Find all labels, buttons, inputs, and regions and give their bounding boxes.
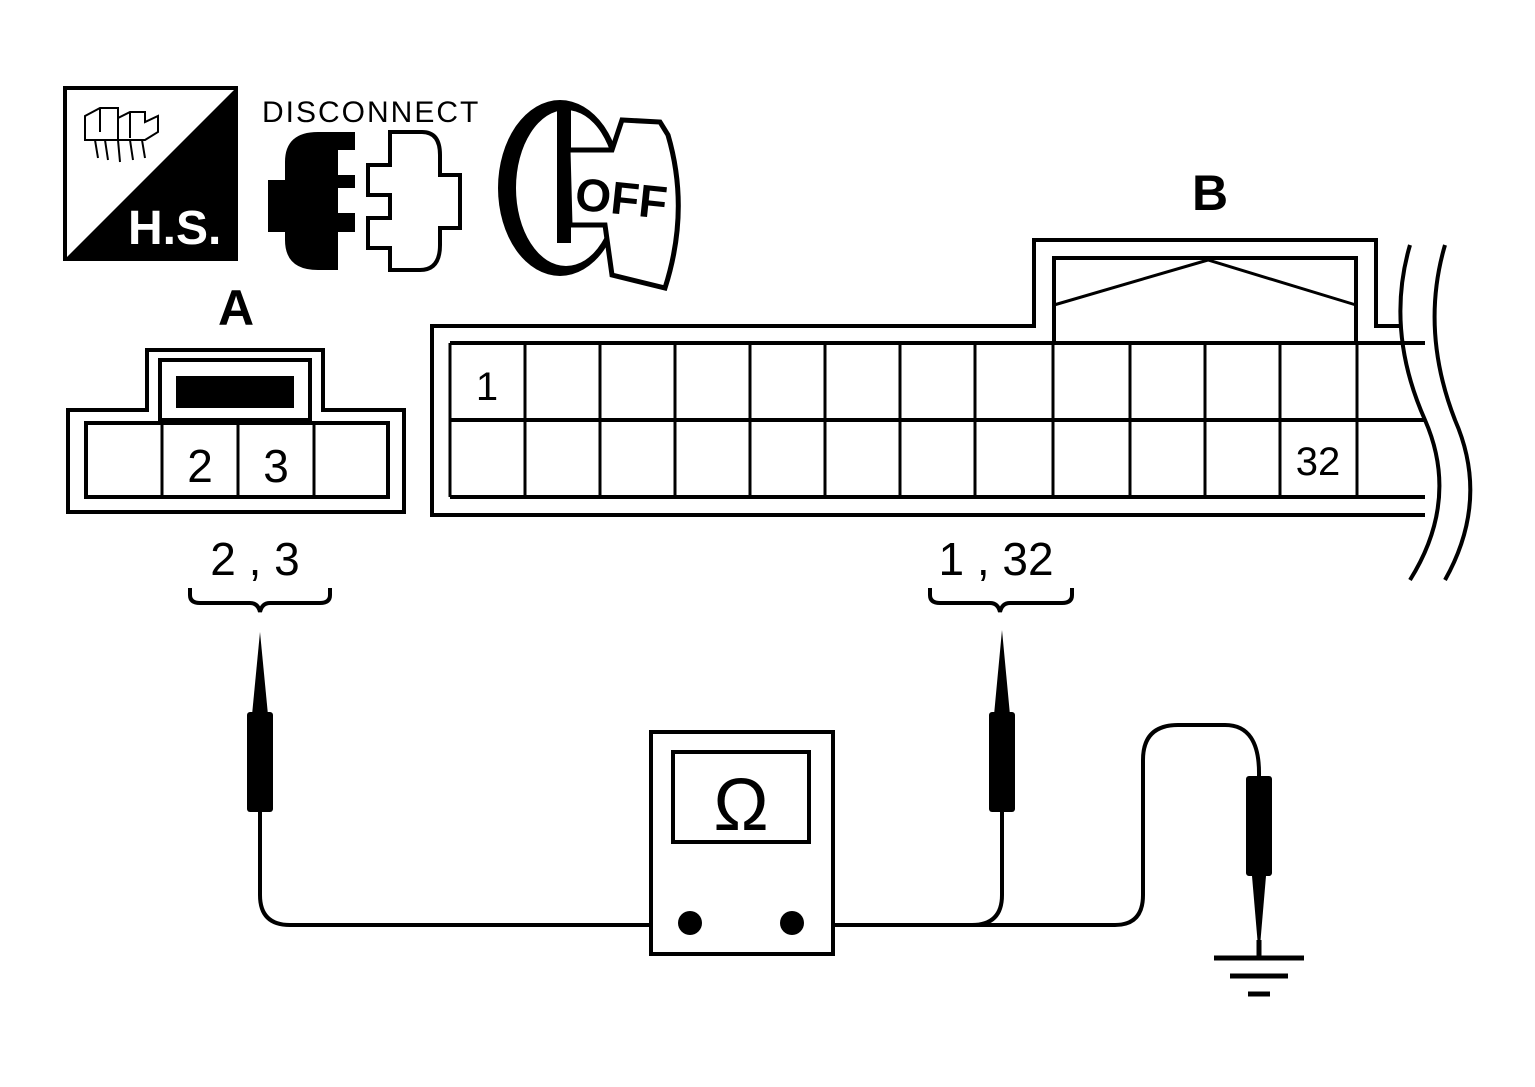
connector-socket-icon bbox=[366, 130, 462, 272]
connector-b-cavity-grid bbox=[448, 341, 1425, 499]
test-probe-middle bbox=[989, 630, 1015, 812]
connector-b: B 1 32 bbox=[430, 165, 1473, 582]
wire-left bbox=[258, 812, 690, 927]
wire-middle bbox=[971, 812, 1004, 927]
connector-b-label: B bbox=[1192, 165, 1228, 221]
connector-b-pin-32: 32 bbox=[1296, 440, 1341, 484]
probe-a-label: 2 , 3 bbox=[210, 533, 300, 585]
connector-plug-icon bbox=[268, 132, 355, 270]
hs-label: H.S. bbox=[128, 202, 221, 255]
harness-sketch-icon bbox=[84, 107, 159, 163]
connector-a: A 2 3 bbox=[66, 280, 406, 514]
ohm-symbol: Ω bbox=[713, 763, 768, 846]
test-probe-left bbox=[247, 632, 273, 812]
wire-right bbox=[792, 723, 1262, 927]
probe-b-label: 1 , 32 bbox=[938, 533, 1053, 585]
meter-display bbox=[671, 750, 811, 844]
ground-symbol-icon bbox=[1214, 940, 1304, 997]
ohmmeter: Ω bbox=[649, 730, 835, 956]
connector-a-pin-2: 2 bbox=[187, 440, 213, 492]
probe-a-brace bbox=[188, 588, 332, 613]
hs-icon: H.S. bbox=[63, 86, 238, 261]
connector-a-lock-tab bbox=[176, 376, 294, 408]
ignition-key-icon bbox=[565, 117, 681, 291]
disconnect-icon: DISCONNECT bbox=[262, 96, 480, 272]
meter-terminal-right bbox=[780, 911, 804, 935]
test-probe-ground bbox=[1246, 776, 1272, 958]
connector-a-pin-3: 3 bbox=[263, 440, 289, 492]
disconnect-label: DISCONNECT bbox=[262, 96, 480, 129]
probe-b-brace bbox=[928, 588, 1074, 613]
ignition-off-label: OFF bbox=[573, 168, 670, 229]
break-mark bbox=[1432, 244, 1473, 581]
connector-b-pin-1: 1 bbox=[476, 365, 498, 409]
ignition-off-icon: OFF bbox=[498, 100, 681, 291]
meter-terminal-left bbox=[678, 911, 702, 935]
break-mark bbox=[1398, 244, 1442, 582]
connector-a-label: A bbox=[218, 280, 254, 336]
